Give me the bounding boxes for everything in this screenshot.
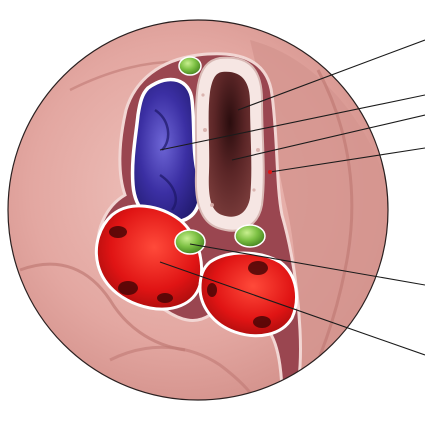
lymph-node-right	[235, 225, 265, 247]
superior-vena-cava	[133, 79, 201, 222]
trachea-lumen	[209, 72, 252, 217]
lymph-node-left	[175, 230, 205, 254]
lymph-node-top	[179, 57, 201, 75]
leader-line-sheath-marker	[268, 170, 272, 174]
